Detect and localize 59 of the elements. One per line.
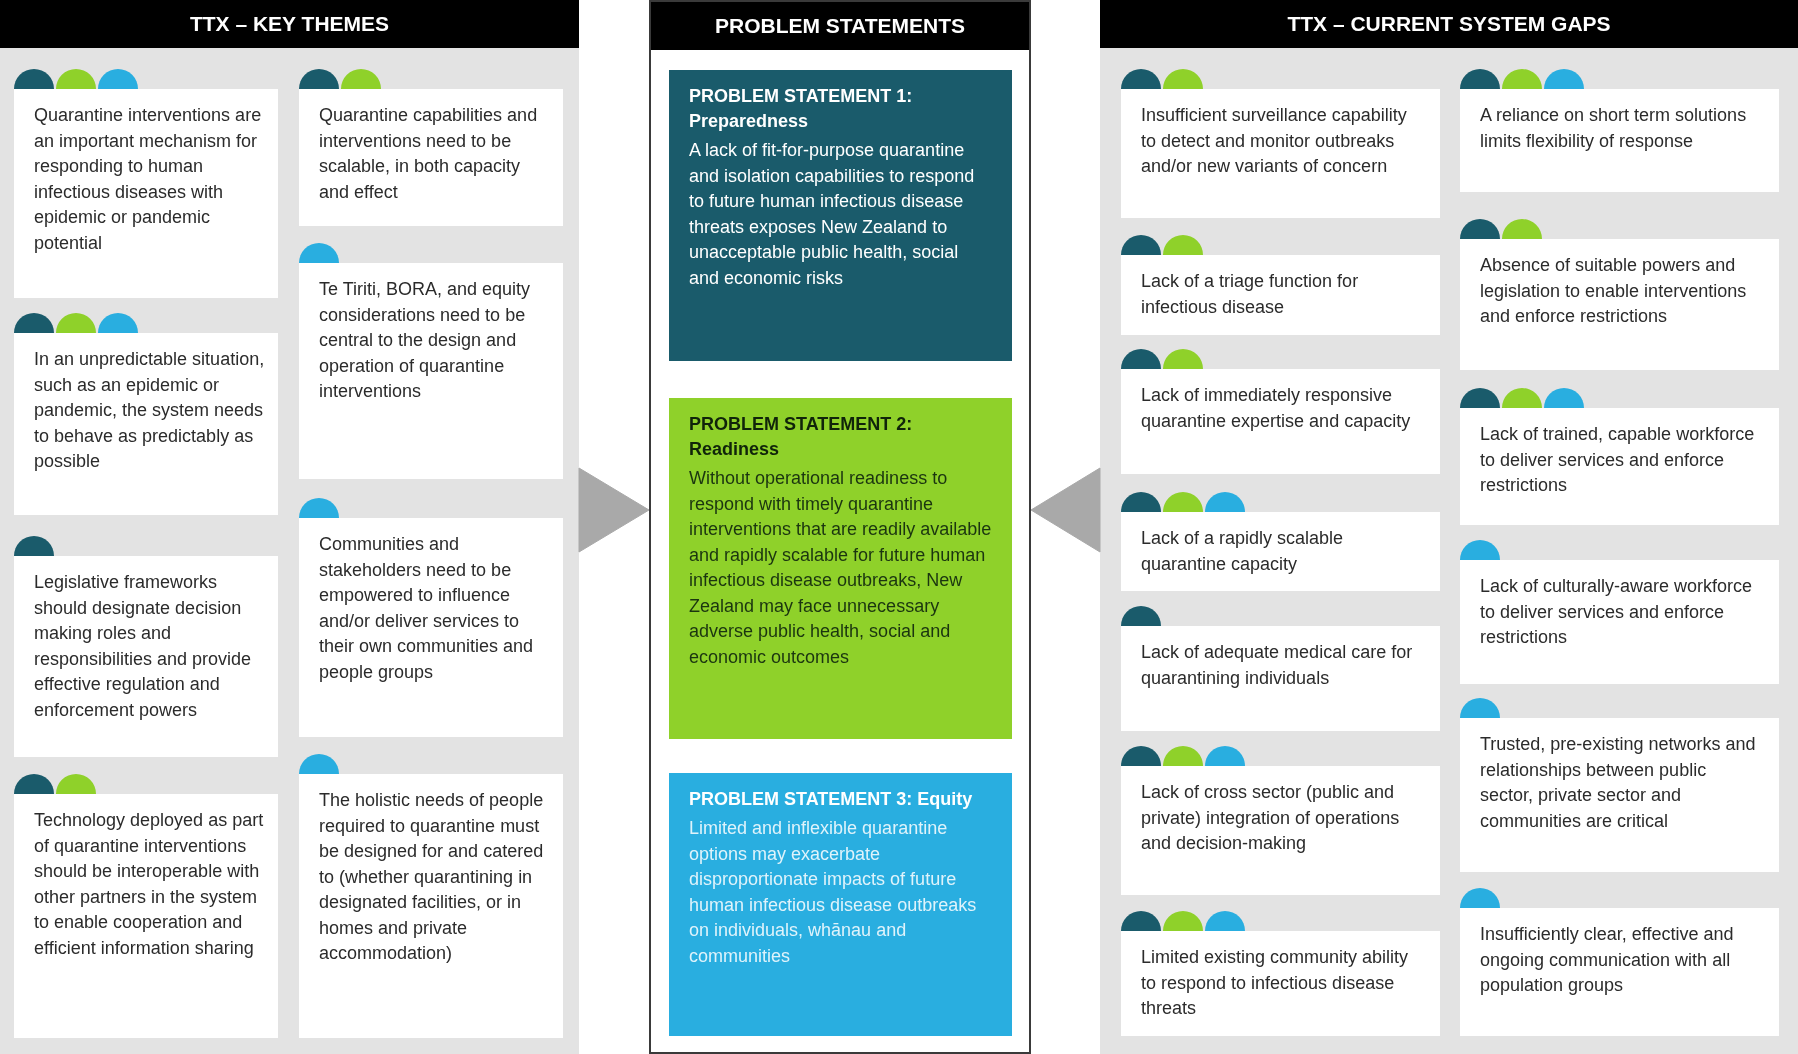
gap-card bbox=[1460, 408, 1779, 525]
problem-heading: PROBLEM STATEMENT 2: Readiness bbox=[689, 413, 914, 461]
column-panel bbox=[649, 0, 1031, 1054]
gap-card bbox=[1121, 512, 1440, 591]
gap-card bbox=[1121, 369, 1440, 474]
card-text: Lack of trained, capable workforce to deliver services and enforce restrictions bbox=[1480, 423, 1756, 497]
theme-card bbox=[299, 518, 563, 737]
gap-card bbox=[1460, 89, 1779, 192]
card-text: Te Tiriti, BORA, and equity considerations need to be central to the design and operation of quarantine interventions bbox=[319, 278, 532, 403]
theme-card bbox=[14, 556, 278, 757]
card-text: Technology deployed as part of quarantine interventions should be interoperable with other partners in the system to enable cooperation and efficient information sharing bbox=[34, 809, 265, 960]
card-text: Lack of culturally-aware workforce to deliver services and enforce restrictions bbox=[1480, 575, 1754, 649]
card-text: The holistic needs of people required to quarantine must be designed for and catered to (whether quarantining in designated facilities, or in homes and private accommodation) bbox=[319, 789, 545, 965]
card-text: Quarantine interventions are an important mechanism for responding to human infectious diseases with epidemic or pandemic potential bbox=[34, 104, 263, 255]
problem-statement-card bbox=[669, 398, 1012, 739]
gap-card bbox=[1121, 766, 1440, 895]
card-text: Lack of cross sector (public and private) integration of operations and decision-making bbox=[1141, 781, 1401, 855]
card-text: Lack of a triage function for infectious disease bbox=[1141, 270, 1360, 319]
card-text: Communities and stakeholders need to be empowered to influence and/or deliver services to their own communities and people groups bbox=[319, 533, 535, 684]
card-text: Quarantine capabilities and interventions need to be scalable, in both capacity and effect bbox=[319, 104, 539, 204]
card-text: In an unpredictable situation, such as an epidemic or pandemic, the system needs to behave as predictably as possible bbox=[34, 348, 266, 473]
gap-card bbox=[1121, 255, 1440, 335]
card-text: Absence of suitable powers and legislation to enable interventions and enforce restrictions bbox=[1480, 254, 1748, 328]
card-text: Trusted, pre-existing networks and relationships between public sector, private sector and communities are critical bbox=[1480, 733, 1757, 833]
gap-card bbox=[1460, 239, 1779, 370]
chevron-arrow bbox=[578, 467, 650, 553]
gap-card bbox=[1121, 931, 1440, 1036]
theme-card bbox=[14, 794, 278, 1038]
card-text: Insufficiently clear, effective and ongoing communication with all population groups bbox=[1480, 923, 1735, 997]
card-text: Limited existing community ability to respond to infectious disease threats bbox=[1141, 946, 1410, 1020]
panel-header: TTX – CURRENT SYSTEM GAPS bbox=[1100, 0, 1798, 48]
card-text: Lack of a rapidly scalable quarantine capacity bbox=[1141, 527, 1345, 576]
problem-text: A lack of fit-for-purpose quarantine and isolation capabilities to respond to future human infectious disease threats exposes New Zealand to unacceptable public health, social and economic risks bbox=[689, 139, 976, 290]
chevron-arrow bbox=[1030, 467, 1101, 553]
column-panel bbox=[0, 0, 579, 1054]
theme-card bbox=[14, 89, 278, 298]
problem-statement-card bbox=[669, 70, 1012, 361]
problem-text: Without operational readiness to respond with timely quarantine interventions that are readily available and rapidly scalable for future human infectious disease outbreaks, New Zealand may face unnecessary adverse public health, social and economic outcomes bbox=[689, 467, 992, 669]
card-text: A reliance on short term solutions limits flexibility of response bbox=[1480, 104, 1748, 153]
gap-card bbox=[1121, 89, 1440, 218]
gap-card bbox=[1121, 626, 1440, 731]
gap-card bbox=[1460, 560, 1779, 684]
gap-card bbox=[1460, 718, 1779, 872]
card-text: Insufficient surveillance capability to detect and monitor outbreaks and/or new variants of concern bbox=[1141, 104, 1408, 178]
theme-card bbox=[299, 774, 563, 1038]
gap-card bbox=[1460, 908, 1779, 1036]
problem-heading: PROBLEM STATEMENT 3: Equity bbox=[689, 788, 974, 811]
panel-header: TTX – KEY THEMES bbox=[0, 0, 579, 48]
theme-card bbox=[14, 333, 278, 515]
problem-statement-card bbox=[669, 773, 1012, 1036]
card-text: Lack of adequate medical care for quarantining individuals bbox=[1141, 641, 1414, 690]
problem-text: Limited and inflexible quarantine options may exacerbate disproportionate impacts of future human infectious disease outbreaks on individuals, whānau and communities bbox=[689, 817, 978, 968]
card-text: Lack of immediately responsive quarantine expertise and capacity bbox=[1141, 384, 1412, 433]
theme-card bbox=[299, 263, 563, 479]
card-text: Legislative frameworks should designate decision making roles and responsibilities and provide effective regulation and enforcement powers bbox=[34, 571, 253, 722]
column-panel bbox=[1100, 0, 1798, 1054]
panel-header: PROBLEM STATEMENTS bbox=[651, 2, 1029, 50]
theme-card bbox=[299, 89, 563, 226]
problem-heading: PROBLEM STATEMENT 1: Preparedness bbox=[689, 85, 914, 133]
